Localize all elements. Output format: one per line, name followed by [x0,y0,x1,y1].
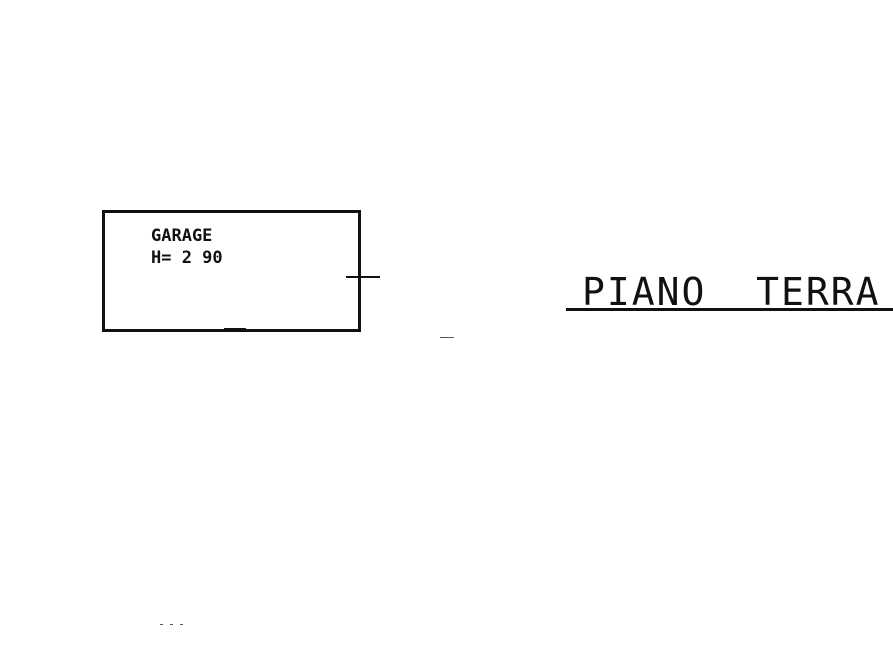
scan-speck [180,624,183,625]
floor-title-underline [566,308,893,311]
scan-speck [160,624,163,625]
scan-speck [170,624,173,625]
garage-height-text: H= 2 90 [151,248,223,268]
floor-title: PIANO TERRA [582,270,881,314]
scan-speck [440,337,454,338]
garage-room-label: GARAGE H= 2 90 [151,225,223,269]
garage-room-outline: GARAGE H= 2 90 [102,210,361,332]
wall-tick-mark [346,276,380,278]
door-mark [224,328,246,332]
garage-name-text: GARAGE [151,226,213,246]
